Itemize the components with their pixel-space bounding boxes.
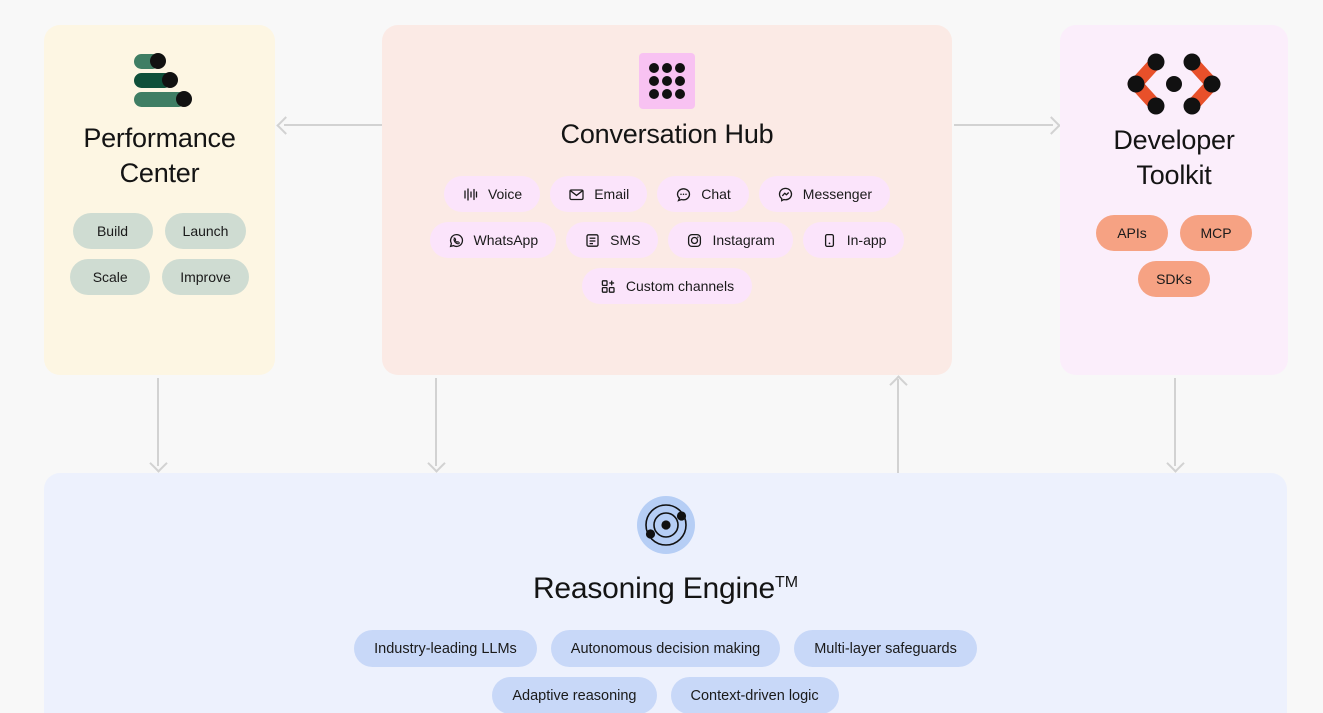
- chip-label: Industry-leading LLMs: [374, 640, 517, 657]
- trademark-symbol: TM: [774, 574, 799, 591]
- chip-label: Multi-layer safeguards: [814, 640, 957, 657]
- page-title-performance: Performance Center: [44, 121, 275, 191]
- grid-dots-icon: [382, 53, 952, 109]
- chip-label: MCP: [1200, 225, 1232, 241]
- page-title-reasoning: Reasoning EngineTM: [44, 565, 1287, 606]
- add-grid-icon: [600, 278, 617, 295]
- chip-context-driven-logic[interactable]: Context-driven logic: [670, 677, 839, 713]
- chip-label: APIs: [1117, 225, 1147, 241]
- sliders-icon: [44, 51, 275, 113]
- chip-mcp[interactable]: MCP: [1180, 215, 1252, 251]
- chat-bubble-icon: [675, 186, 692, 203]
- messenger-icon: [777, 186, 794, 203]
- sms-icon: [584, 232, 601, 249]
- chip-industry-leading-llms[interactable]: Industry-leading LLMs: [354, 630, 537, 667]
- chip-apis[interactable]: APIs: [1096, 215, 1168, 251]
- arrow-reasoning-to-hub: [888, 373, 908, 473]
- chip-launch[interactable]: Launch: [164, 213, 247, 249]
- whatsapp-icon: [448, 232, 465, 249]
- page-title-developer: Developer Toolkit: [1060, 123, 1288, 193]
- chip-label: Email: [594, 186, 630, 202]
- chip-build[interactable]: Build: [72, 213, 153, 249]
- chip-adaptive-reasoning[interactable]: Adaptive reasoning: [492, 677, 657, 713]
- channel-chip-instagram[interactable]: Instagram: [668, 222, 793, 258]
- hub-channel-group: Voice Email: [382, 176, 952, 304]
- panel-reasoning-engine: Reasoning EngineTM Industry-leading LLMs…: [44, 473, 1287, 713]
- chip-label: Scale: [92, 269, 128, 285]
- panel-conversation-hub: Conversation Hub: [382, 25, 952, 375]
- chip-label: Messenger: [802, 186, 873, 202]
- channel-chip-sms[interactable]: SMS: [566, 222, 659, 258]
- performance-title-line-2: Center: [119, 158, 200, 188]
- channel-chip-whatsapp[interactable]: WhatsApp: [429, 222, 557, 258]
- arrow-developer-to-reasoning: [1165, 378, 1185, 473]
- chip-label: Improve: [180, 269, 231, 285]
- chip-label: Chat: [701, 186, 731, 202]
- chip-label: Autonomous decision making: [570, 640, 761, 657]
- developer-title-line-1: Developer: [1113, 125, 1235, 155]
- performance-chip-group: Build Launch Scale Improve: [44, 213, 275, 295]
- panel-performance-center: Performance Center Build Launch Scale Im…: [44, 25, 275, 375]
- channel-chip-messenger[interactable]: Messenger: [758, 176, 891, 212]
- chip-label: Launch: [182, 223, 229, 239]
- chip-improve[interactable]: Improve: [162, 259, 249, 295]
- chip-label: WhatsApp: [473, 232, 539, 248]
- chip-multi-layer-safeguards[interactable]: Multi-layer safeguards: [794, 630, 977, 667]
- chip-autonomous-decision-making[interactable]: Autonomous decision making: [550, 630, 781, 667]
- chip-label: Voice: [487, 186, 523, 202]
- chip-label: Custom channels: [625, 278, 735, 294]
- developer-chip-group: APIs MCP SDKs: [1060, 215, 1288, 297]
- arrow-hub-to-performance: [276, 116, 383, 135]
- panel-developer-toolkit: Developer Toolkit APIs MCP SDKs: [1060, 25, 1288, 375]
- chip-label: SDKs: [1156, 271, 1192, 287]
- arrow-hub-to-reasoning: [426, 378, 446, 473]
- chip-sdks[interactable]: SDKs: [1138, 261, 1210, 297]
- channel-chip-custom-channels[interactable]: Custom channels: [581, 268, 753, 304]
- performance-title-line-1: Performance: [83, 123, 236, 153]
- chip-scale[interactable]: Scale: [70, 259, 151, 295]
- developer-title-line-2: Toolkit: [1136, 160, 1212, 190]
- waveform-icon: [462, 186, 479, 203]
- page-title-hub: Conversation Hub: [560, 119, 774, 149]
- reasoning-title-text: Reasoning Engine: [532, 572, 775, 605]
- orbit-icon: [44, 495, 1287, 555]
- channel-chip-voice[interactable]: Voice: [443, 176, 541, 212]
- arrow-performance-to-reasoning: [148, 378, 168, 473]
- channel-chip-email[interactable]: Email: [550, 176, 648, 212]
- chip-label: SMS: [610, 232, 641, 248]
- channel-chip-in-app[interactable]: In-app: [802, 222, 905, 258]
- chip-label: In-app: [846, 232, 887, 248]
- code-brackets-icon: [1060, 53, 1288, 115]
- reasoning-chip-group: Industry-leading LLMs Autonomous decisio…: [44, 630, 1287, 713]
- channel-chip-chat[interactable]: Chat: [657, 176, 749, 212]
- chip-label: Instagram: [712, 232, 775, 248]
- chip-label: Build: [96, 223, 129, 239]
- instagram-icon: [686, 232, 703, 249]
- mobile-icon: [821, 232, 838, 249]
- arrow-hub-to-developer: [954, 116, 1061, 135]
- chip-label: Adaptive reasoning: [512, 687, 637, 704]
- envelope-icon: [568, 186, 585, 203]
- chip-label: Context-driven logic: [690, 687, 819, 704]
